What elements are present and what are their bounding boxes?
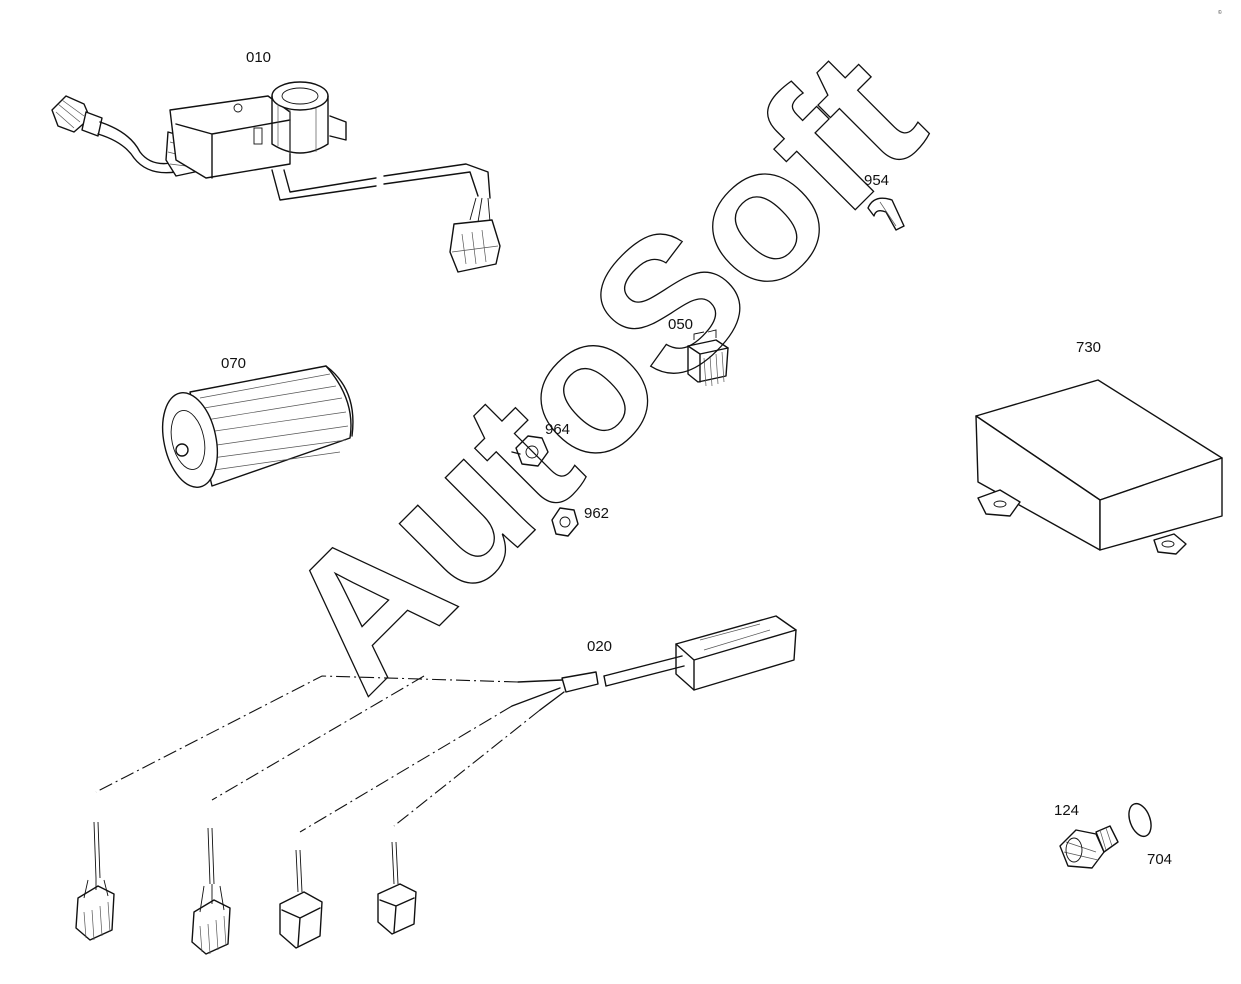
label-010: 010 bbox=[246, 49, 271, 66]
label-964: 964 bbox=[545, 421, 570, 438]
part-010-column-switch[interactable]: 010 bbox=[51, 49, 501, 273]
part-964-nut[interactable]: 964 bbox=[511, 421, 570, 467]
label-070: 070 bbox=[221, 355, 246, 372]
part-954-clip[interactable]: 954 bbox=[864, 172, 905, 231]
watermark-text: AutoSoft bbox=[244, 12, 961, 729]
label-124: 124 bbox=[1054, 802, 1079, 819]
part-020-wiring-harness[interactable]: 020 bbox=[75, 615, 797, 955]
part-962-nut[interactable]: 962 bbox=[551, 505, 609, 537]
label-050: 050 bbox=[668, 316, 693, 333]
part-070-cylinder[interactable]: 070 bbox=[155, 355, 354, 492]
label-704: 704 bbox=[1147, 851, 1172, 868]
corner-mark: © bbox=[1218, 9, 1222, 16]
part-730-control-box[interactable]: 730 bbox=[975, 339, 1223, 555]
label-020: 020 bbox=[587, 638, 612, 655]
part-704-o-ring[interactable]: 704 bbox=[1125, 801, 1172, 868]
part-124-fitting[interactable]: 124 bbox=[1054, 802, 1119, 869]
label-954: 954 bbox=[864, 172, 889, 189]
label-730: 730 bbox=[1076, 339, 1101, 356]
part-050-connector[interactable]: 050 bbox=[668, 316, 729, 387]
label-962: 962 bbox=[584, 505, 609, 522]
